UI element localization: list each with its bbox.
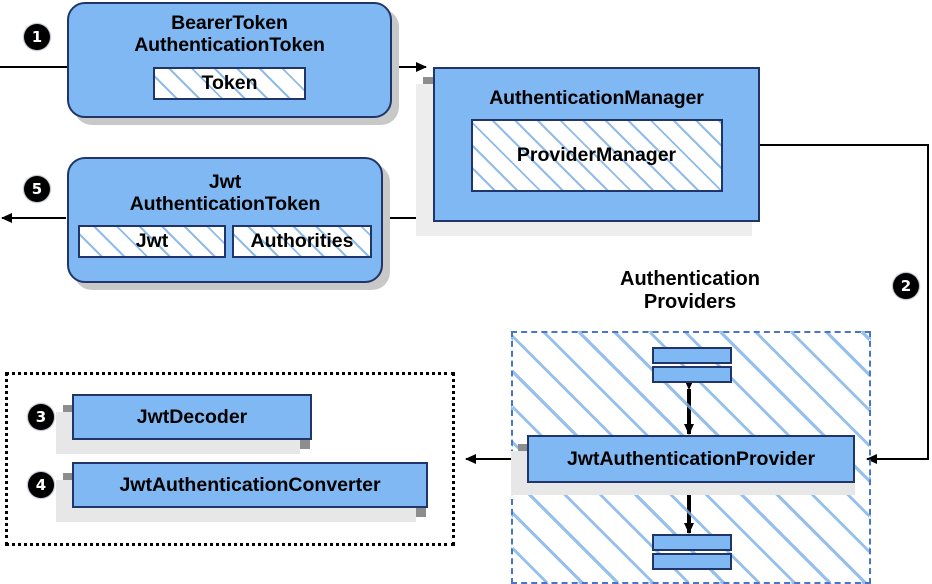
node-authentication-manager[interactable]: AuthenticationManager ProviderManager [433,67,760,222]
step-marker-5: 5 [24,176,50,202]
provider-stub-top-2 [652,366,732,383]
provider-stub-bottom-2 [652,553,732,570]
node-jwt-decoder[interactable]: JwtDecoder [72,394,312,440]
slot-token[interactable]: Token [153,67,306,101]
slot-authorities[interactable]: Authorities [232,225,372,259]
step-marker-4: 4 [28,472,54,498]
node-jwt-authentication-token[interactable]: Jwt AuthenticationToken Jwt Authorities [67,157,383,283]
node-title: Jwt AuthenticationToken [129,171,321,216]
provider-stub-bottom-1 [652,534,732,551]
step-marker-2: 2 [893,273,919,299]
step-marker-3: 3 [28,404,54,430]
node-jwt-authentication-converter[interactable]: JwtAuthenticationConverter [72,462,428,508]
node-jwt-authentication-provider[interactable]: JwtAuthenticationProvider [527,435,855,483]
step-marker-1: 1 [24,24,50,50]
slot-jwt[interactable]: Jwt [78,225,226,259]
node-title: AuthenticationManager [489,87,704,109]
provider-stub-top-1 [652,347,732,364]
providers-group-caption: Authentication Providers [620,268,760,313]
group-jwt-components [5,372,455,546]
slot-provider-manager[interactable]: ProviderManager [470,119,723,193]
node-title: BearerToken AuthenticationToken [134,12,325,57]
node-bearer-token-authentication-token[interactable]: BearerToken AuthenticationToken Token [67,2,392,118]
